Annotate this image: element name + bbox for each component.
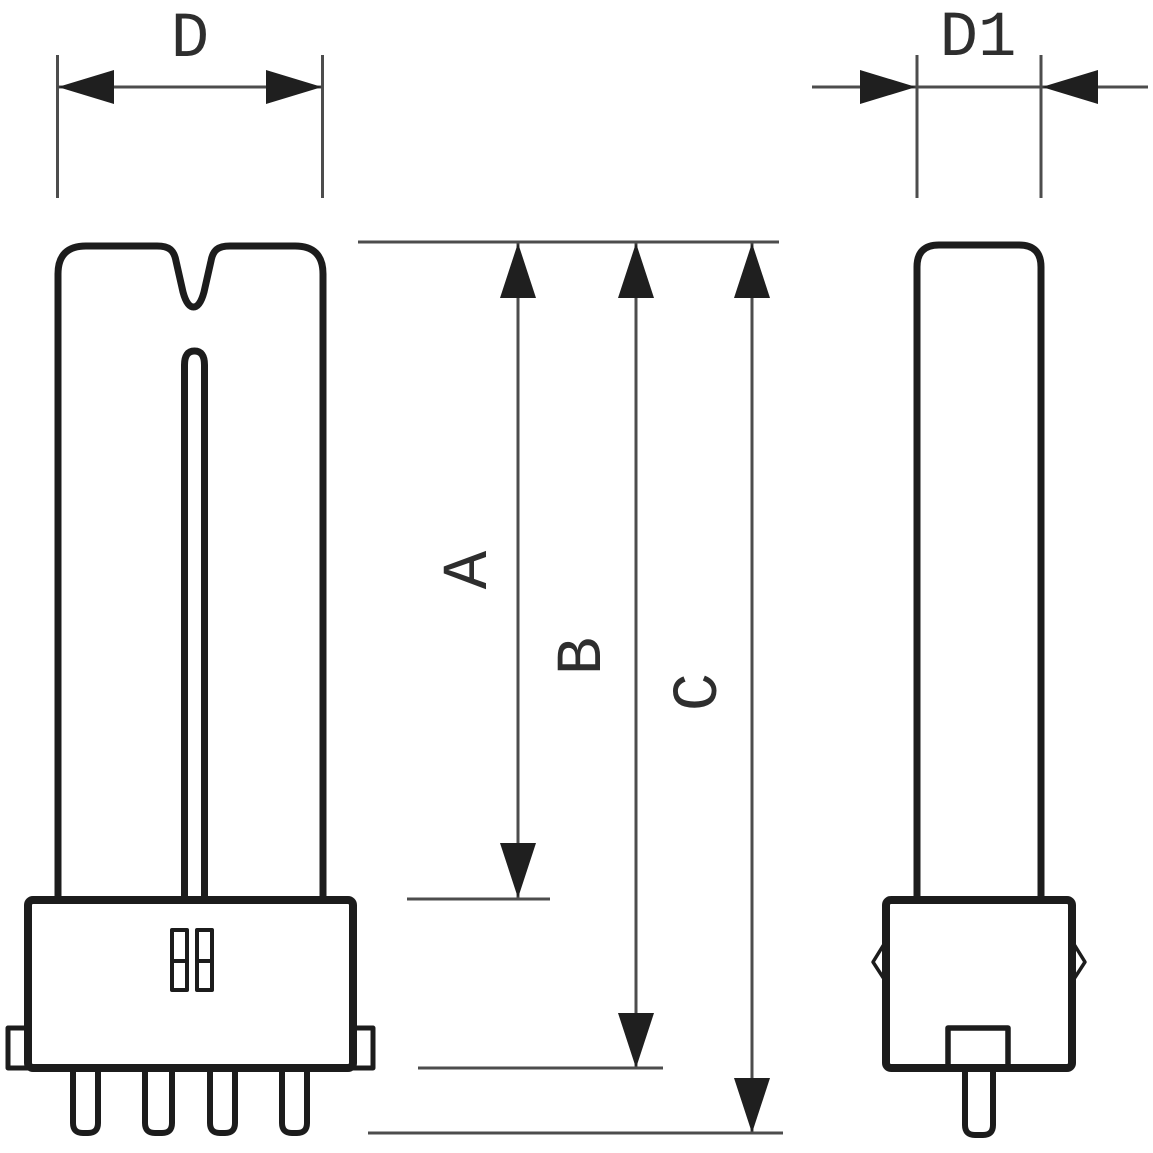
dimension-a: A: [407, 243, 550, 901]
arrowhead-down-icon: [618, 1013, 654, 1068]
base-latch-right: [1070, 939, 1087, 984]
base-pin: [207, 1065, 238, 1136]
arrowhead-down-icon: [500, 843, 536, 898]
base-tab-left: [5, 1025, 32, 1071]
arrowhead-left-icon: [1042, 70, 1098, 104]
arrowhead-down-icon: [734, 1078, 770, 1133]
base-pin: [279, 1065, 310, 1136]
arrowhead-right-icon: [266, 70, 322, 104]
arrowhead-right-icon: [860, 70, 916, 104]
front-view-lamp: [5, 242, 376, 1136]
base-notch: [945, 1025, 1011, 1068]
dimension-label-d1: D1: [940, 3, 1017, 75]
connector-slots: [170, 928, 214, 992]
lamp-base: [24, 896, 357, 1072]
dimension-label-b: B: [548, 637, 620, 675]
side-view-lamp: [871, 241, 1087, 1138]
dimension-b: B: [418, 243, 663, 1070]
dimension-label-a: A: [434, 550, 506, 589]
dimension-label-c: C: [664, 673, 736, 711]
base-latch-left: [871, 939, 888, 984]
dimension-c: C: [368, 243, 783, 1135]
tube-outline: [54, 242, 327, 904]
arrowhead-left-icon: [58, 70, 114, 104]
dimension-d: D: [56, 4, 324, 198]
dimension-d1: D1: [812, 3, 1148, 198]
side-base-pin: [962, 1065, 996, 1138]
arrowhead-up-icon: [618, 243, 654, 298]
base-pin: [70, 1065, 101, 1136]
arrowhead-up-icon: [734, 243, 770, 298]
base-pins: [70, 1065, 310, 1136]
side-tube-outline: [913, 241, 1045, 904]
tube-inner-slot: [181, 347, 208, 904]
side-lamp-base: [882, 896, 1076, 1072]
dimension-label-d: D: [171, 4, 209, 76]
base-pin: [142, 1065, 175, 1136]
base-tab-right: [349, 1025, 376, 1071]
arrowhead-up-icon: [500, 243, 536, 298]
